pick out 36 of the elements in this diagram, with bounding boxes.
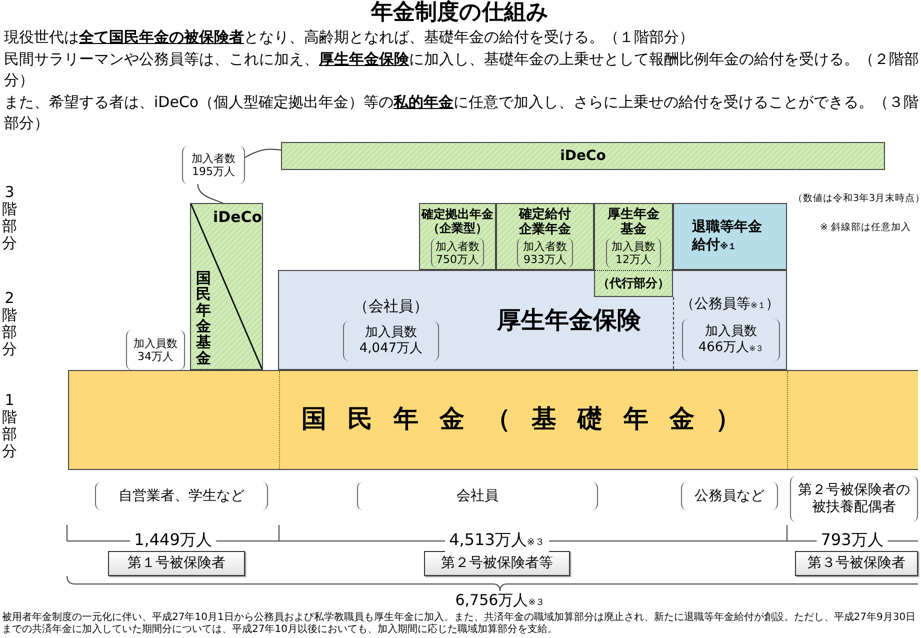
footnote-text: 被用者年金制度の一元化に伴い、平成27年10月1日から公務員および私学教職員も厚生年金に加入。また、共済年金の職域加算部分は廃止され、新たに退職等年金給付が創設。ただし、平成27年9月30日までの共済年金に加入していた期間分については、平成27年10月以後においても、加入期間に応じた職域加算部分を支給。 <box>2 612 917 636</box>
member-type-label: （会社員） <box>354 297 428 315</box>
note-text: ※ 斜線部は任意加入 <box>820 222 911 234</box>
plan-name: 国民年金基金 <box>196 270 211 366</box>
insured-group-label: 会社員 <box>357 482 598 510</box>
plan-name: iDeCo <box>560 148 606 165</box>
category-tag: 第３号被保険者 <box>795 551 918 576</box>
member-count: 加入者数750万人 <box>431 238 484 268</box>
headcount-label: 793万人 <box>816 530 888 550</box>
member-count: 加入者数933万人 <box>517 238 573 268</box>
floor-label: 1階部分 <box>2 392 17 460</box>
category-tag: 第１号被保険者 <box>108 551 245 576</box>
member-count-callout: 加入者数195万人 <box>182 146 245 184</box>
band-title: 国民年金（基礎年金） <box>300 404 762 434</box>
floor-label: 2階部分 <box>2 290 17 358</box>
intro-statement: また、希望する者は、iDeCo（個人型確定拠出年金）等の私的年金に任意で加入し、さらに上乗せの給付を受けることができる。（３階部分） <box>4 92 919 134</box>
leader-line <box>244 148 282 158</box>
plan-name: 厚生年金基金 <box>606 207 660 237</box>
diagram-title: 年金制度の仕組み <box>371 0 549 26</box>
floor-label: 3階部分 <box>2 184 17 252</box>
plan-name: 確定拠出年金（企業型） <box>420 207 494 235</box>
plan-part-label: （代行部分） <box>596 275 670 291</box>
member-count: 加入員数4,047万人 <box>343 321 439 361</box>
insured-group-label: 自営業者、学生など <box>95 482 268 510</box>
category-tag: 第２号被保険者等 <box>424 551 570 576</box>
insured-group-label: 公務員など <box>681 482 778 510</box>
block-title: 厚生年金保険 <box>497 306 641 334</box>
plan-name: 確定給付企業年金 <box>518 207 572 237</box>
leader-line <box>197 184 224 204</box>
note-text: （数値は令和3年3月末時点） <box>793 193 921 205</box>
member-count: 加入員数12万人 <box>606 238 661 268</box>
intro-statement: 現役世代は全て国民年金の被保険者となり、高齢期となれば、基礎年金の給付を受ける。（１階部分） <box>4 27 694 48</box>
headcount-label: 1,449万人 <box>130 530 216 550</box>
plan-name: iDeCo <box>213 208 262 226</box>
intro-statement: 民間サラリーマンや公務員等は、これに加え、厚生年金保険に加入し、基礎年金の上乗せとして報酬比例年金の給付を受ける。（２階部分） <box>4 49 919 91</box>
insured-group-label: 第２号被保険者の被扶養配偶者 <box>790 476 918 522</box>
